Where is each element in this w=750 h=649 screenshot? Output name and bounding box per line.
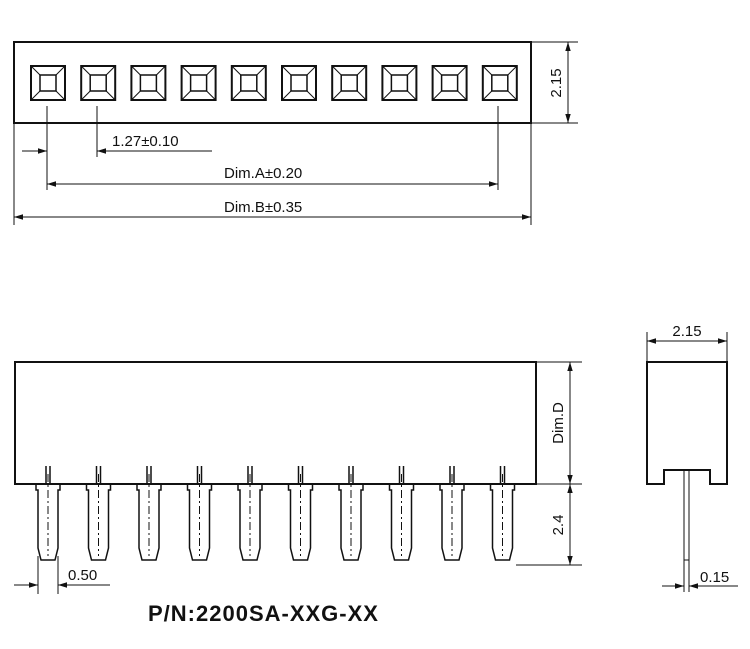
pin (85, 466, 112, 561)
pin-length-label: 2.4 (550, 515, 567, 536)
contact-square (381, 65, 418, 101)
height-dimension-label: 2.15 (548, 68, 565, 97)
pin-thickness-label: 0.15 (700, 569, 729, 586)
top-view-body (13, 41, 532, 124)
contact-square (331, 65, 368, 101)
contact-square (80, 65, 117, 101)
side-view: 2.15 0.15 (646, 323, 738, 592)
pin (35, 466, 61, 561)
pitch-dimension-label: 1.27±0.10 (112, 133, 179, 150)
side-width-label: 2.15 (672, 323, 701, 340)
dim-d-label: Dim.D (550, 402, 567, 444)
part-number-label: P/N:2200SA-XXG-XX (148, 601, 379, 626)
contact-square (180, 65, 217, 101)
side-view-pin (683, 469, 690, 561)
pin (287, 466, 314, 561)
contact-square (431, 65, 468, 101)
top-view-contacts (30, 65, 518, 101)
contact-square (481, 65, 518, 101)
top-view: 1.27±0.10 Dim.A±0.20 Dim.B±0.35 2.15 (13, 41, 578, 225)
pin-width-label: 0.50 (68, 567, 97, 584)
pin (237, 466, 263, 561)
pin (338, 466, 364, 561)
contact-square (30, 65, 66, 101)
contact-square (230, 65, 267, 101)
pin (186, 466, 213, 561)
pin (489, 466, 516, 561)
dim-b-label: Dim.B±0.35 (224, 199, 302, 216)
dim-a-label: Dim.A±0.20 (224, 165, 302, 182)
contact-square (130, 65, 167, 101)
front-view-pins (35, 466, 516, 561)
pin (388, 466, 415, 561)
front-view-body (14, 361, 537, 485)
pin (439, 466, 465, 561)
pin (136, 466, 162, 561)
contact-square (281, 65, 317, 101)
front-view: Dim.D 2.4 0.50 (14, 361, 582, 594)
side-view-body (646, 361, 728, 485)
